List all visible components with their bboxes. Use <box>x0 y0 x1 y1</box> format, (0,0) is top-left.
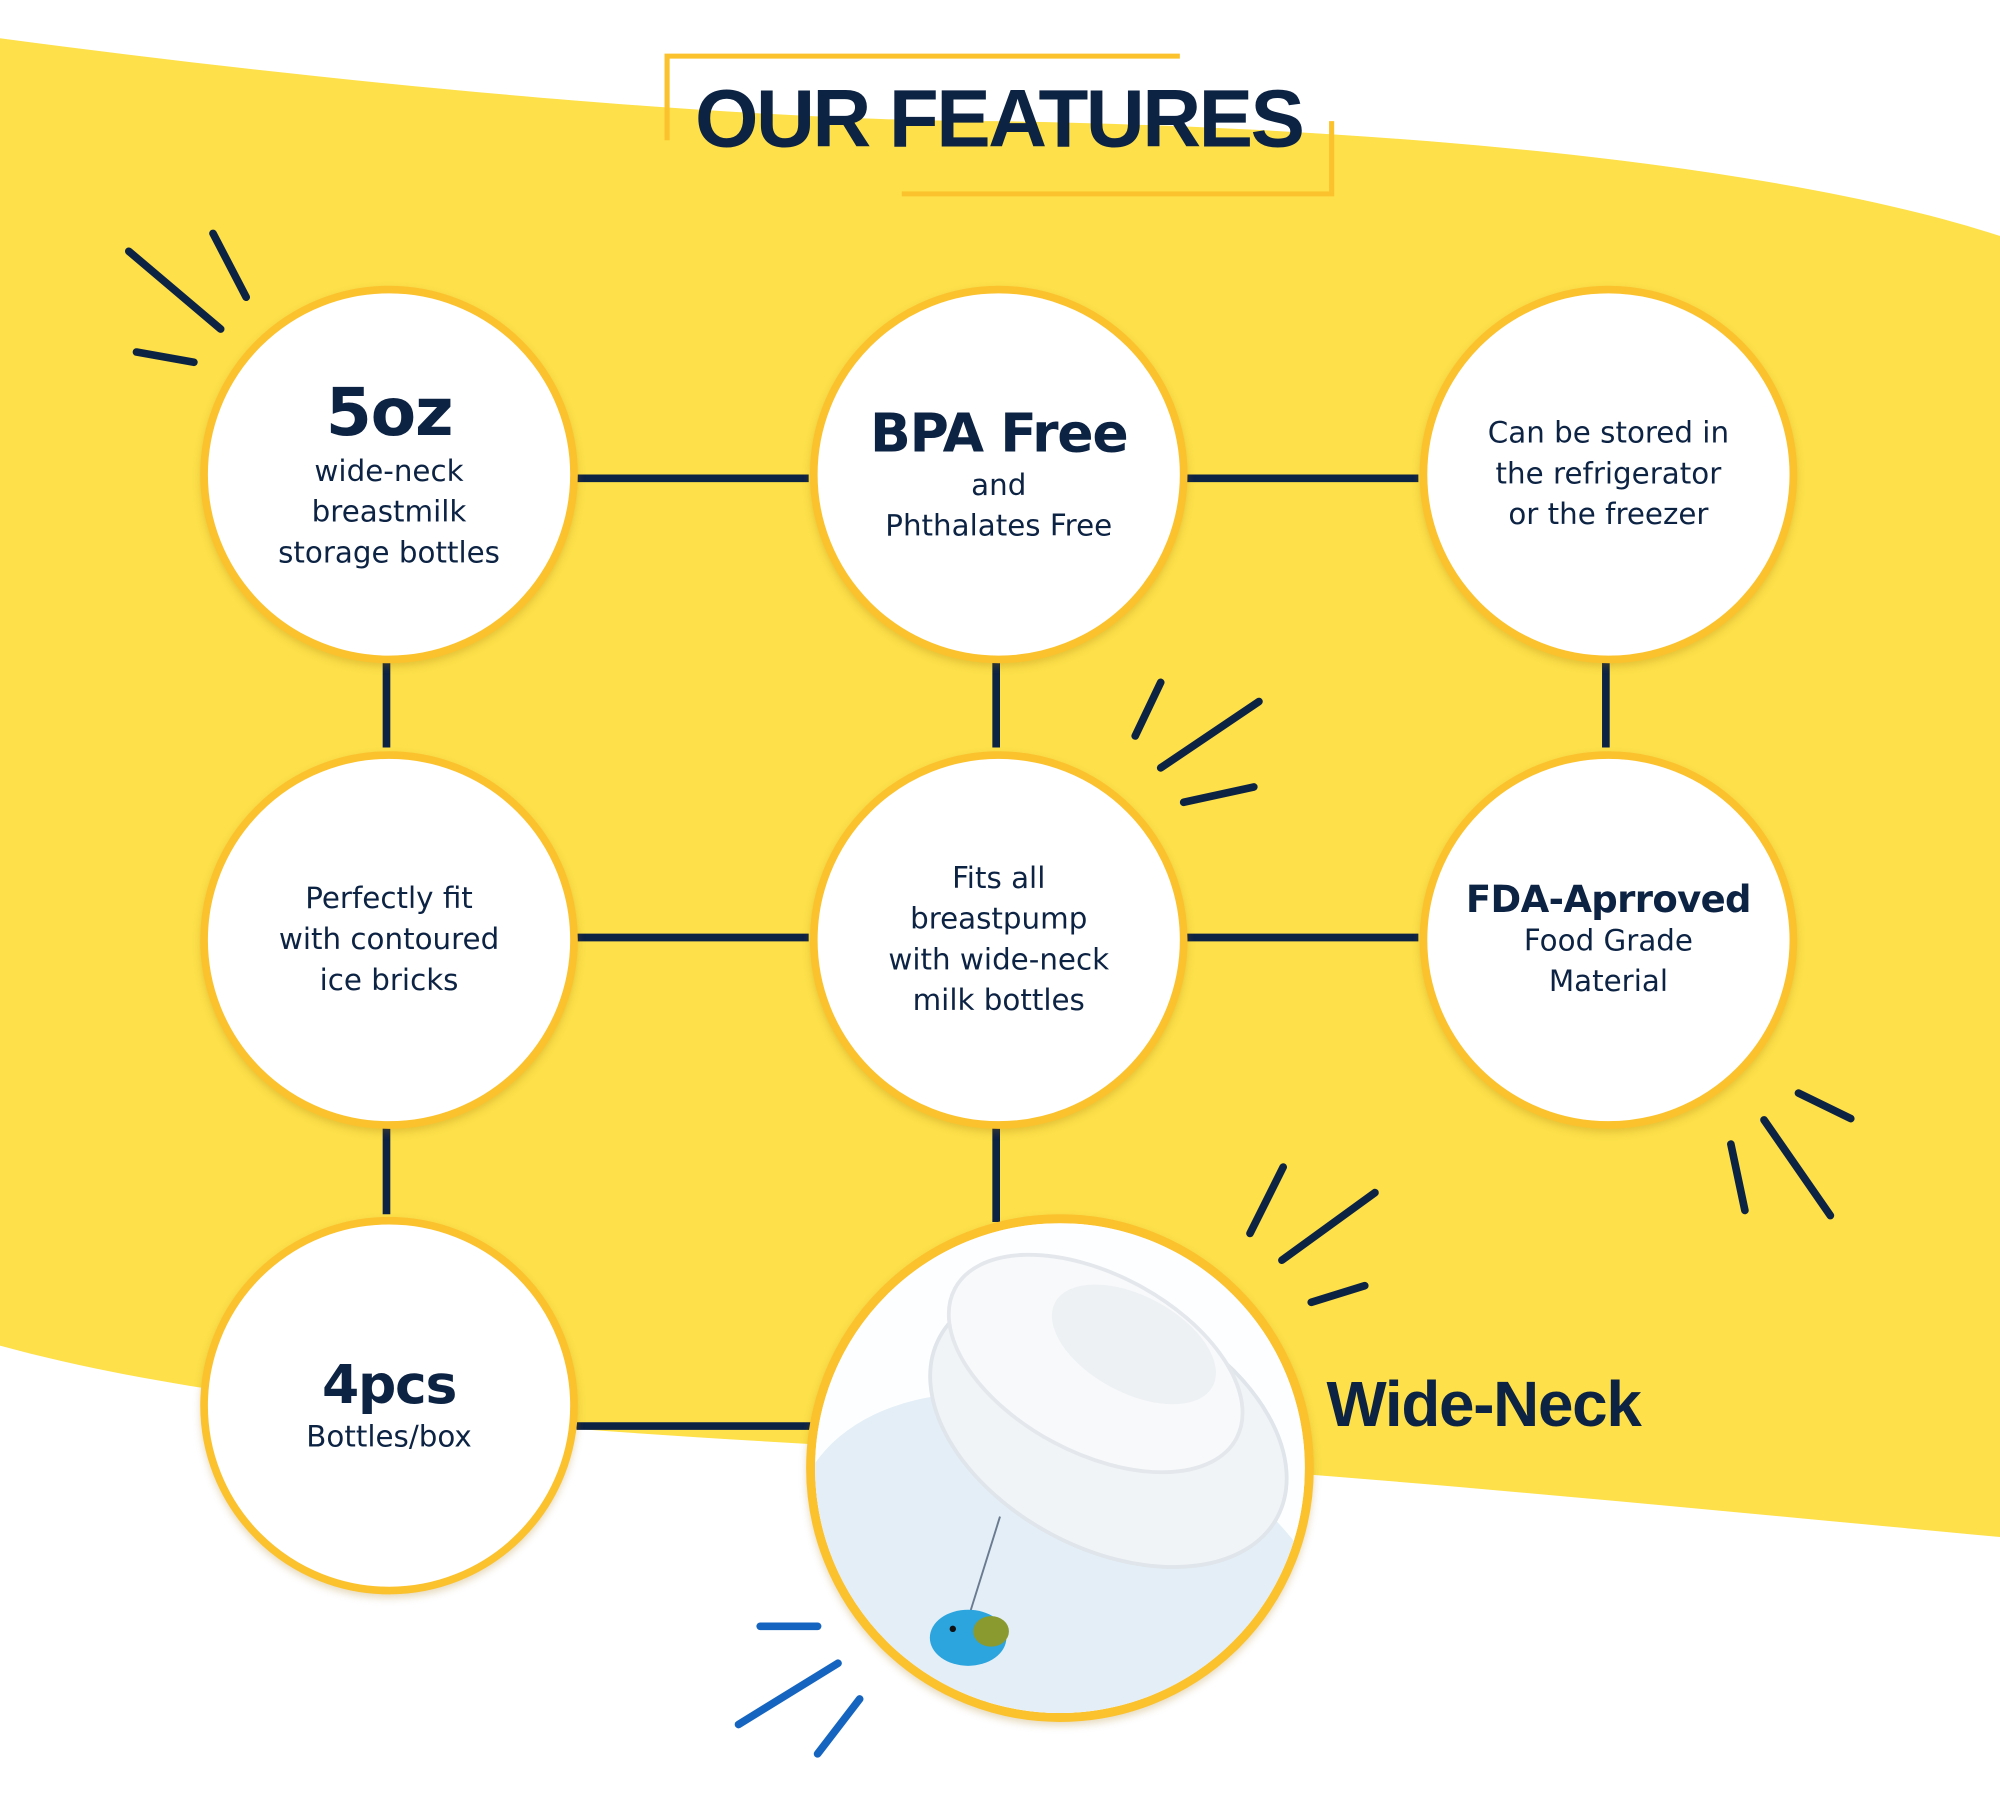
feature-ice-bricks: Perfectly fit with contoured ice bricks <box>200 751 578 1129</box>
photo-caption: Wide-Neck <box>1326 1368 1642 1441</box>
feature-text: Can be stored in <box>1487 417 1730 451</box>
feature-text: Phthalates Free <box>885 510 1113 544</box>
feature-text: with contoured <box>278 923 500 957</box>
feature-text: Material <box>1548 965 1669 999</box>
page-title: OUR FEATURES <box>695 72 1305 165</box>
feature-text: Bottles/box <box>306 1420 472 1455</box>
bottle-illustration <box>815 1223 1305 1714</box>
title-bracket <box>664 53 1335 197</box>
feature-text: Perfectly fit <box>305 882 473 916</box>
feature-capacity: 5oz wide-neck breastmilk storage bottles <box>200 285 578 664</box>
sparkle-lines-blue <box>734 1622 864 1758</box>
feature-headline: FDA-Aprroved <box>1465 877 1752 921</box>
sparkle-lines <box>124 229 1855 1307</box>
feature-text: with wide-neck <box>888 943 1110 978</box>
feature-storage: Can be stored in the refrigerator or the… <box>1419 285 1798 664</box>
feature-headline: BPA Free <box>870 401 1129 465</box>
feature-headline: 5oz <box>325 374 454 452</box>
feature-breastpump-fit: Fits all breastpump with wide-neck milk … <box>809 751 1188 1129</box>
feature-text: and <box>971 469 1027 503</box>
feature-fda-approved: FDA-Aprroved Food Grade Material <box>1419 751 1798 1129</box>
feature-text: the refrigerator <box>1495 457 1722 492</box>
connector-lines <box>382 474 1610 1430</box>
feature-text: breastpump <box>910 903 1088 937</box>
feature-text: or the freezer <box>1508 498 1709 532</box>
feature-headline: 4pcs <box>321 1353 457 1416</box>
feature-text: ice bricks <box>319 964 459 998</box>
feature-text: breastmilk <box>311 496 467 530</box>
feature-bpa-free: BPA Free and Phthalates Free <box>809 285 1188 664</box>
feature-text: storage bottles <box>278 536 500 571</box>
feature-pieces: 4pcs Bottles/box <box>200 1216 578 1595</box>
feature-text: milk bottles <box>912 984 1085 1018</box>
feature-text: Fits all <box>952 862 1046 896</box>
feature-text: Food Grade <box>1523 924 1693 958</box>
bottle-photo <box>806 1214 1314 1722</box>
feature-text: wide-neck <box>314 455 464 489</box>
